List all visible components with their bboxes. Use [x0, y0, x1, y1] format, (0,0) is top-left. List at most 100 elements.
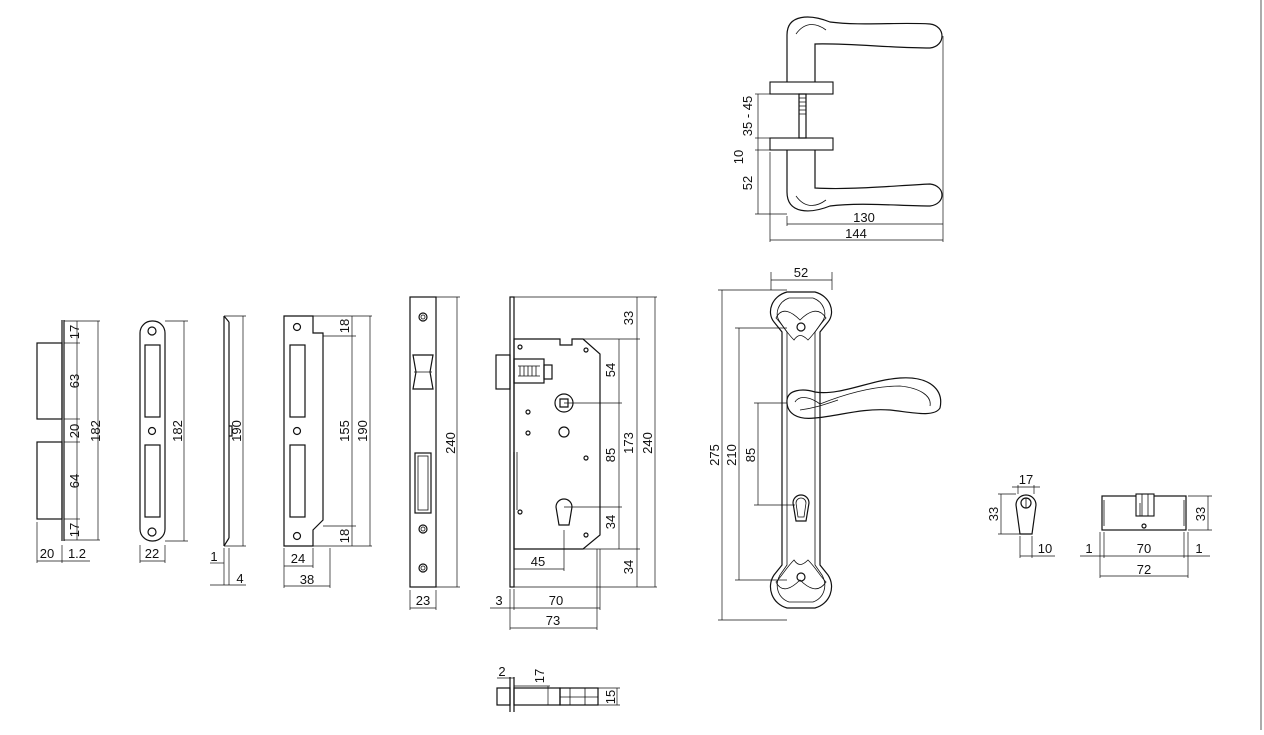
latch-bolt	[495, 354, 511, 390]
strike-plate-a-lower-box	[36, 441, 63, 520]
strike-plate-b-dim-22: 22	[145, 546, 159, 561]
lock-body-dim-54: 54	[603, 363, 618, 377]
spindle	[798, 93, 807, 139]
screw-hole	[147, 527, 157, 537]
lock-body-dim-70: 70	[549, 593, 563, 608]
handle-lever	[786, 377, 942, 419]
cylinder-dim-33: 33	[1193, 507, 1208, 521]
screw-hole	[418, 563, 428, 573]
bolt-detail-dim-17: 17	[532, 669, 547, 683]
strike-plate-c-dim-18-top: 18	[337, 319, 352, 333]
plate-outline	[769, 291, 833, 609]
bolt-detail-dim-2: 2	[498, 664, 505, 679]
lower-rose	[769, 137, 834, 151]
fixing-hole	[1141, 523, 1147, 529]
lock-body-dim-45: 45	[531, 554, 545, 569]
lock-face-dim-240: 240	[443, 432, 458, 454]
strike-plate-a-dim-17-bottom: 17	[67, 523, 82, 537]
handle-dim-35-45: 35 - 45	[740, 96, 755, 136]
cylinder-dim-1-left: 1	[1085, 541, 1092, 556]
strike-plate-c-lower-slot	[289, 444, 306, 518]
cylinder-side-view: 17 33 10	[986, 472, 1055, 558]
lower-ornament	[775, 559, 827, 590]
cylinder-side-dim-33: 33	[986, 507, 1001, 521]
handle-back-plate: 52 275 210 85	[707, 265, 942, 621]
screw-hole	[418, 524, 428, 534]
strike-plate-b: 182 22	[139, 320, 188, 563]
lock-body-dim-34-a: 34	[603, 515, 618, 529]
strike-plate-c: 18 155 190 18 24 38	[283, 315, 372, 588]
deadbolt-opening	[414, 452, 432, 514]
upper-lever	[786, 16, 943, 82]
strike-plate-a-dim-17-top: 17	[67, 325, 82, 339]
cam	[1135, 493, 1155, 517]
strike-plate-a-dim-20-width: 20	[40, 546, 54, 561]
lock-body-dim-3: 3	[495, 593, 502, 608]
handle-dim-130: 130	[853, 210, 875, 225]
screw-hole	[147, 326, 157, 336]
lock-body-case	[513, 338, 601, 550]
screw-hole	[292, 322, 302, 332]
strike-plate-c-dim-38: 38	[300, 572, 314, 587]
cylinder-side-dim-10: 10	[1038, 541, 1052, 556]
screw-hole	[418, 312, 428, 322]
cylinder-side-dim-17: 17	[1019, 472, 1033, 487]
strike-plate-b-outline	[139, 320, 166, 542]
handle-dim-10: 10	[731, 150, 746, 164]
handle-dim-144: 144	[845, 226, 867, 241]
strike-plate-a-dim-1-2: 1.2	[68, 546, 86, 561]
lower-lever	[786, 150, 943, 212]
bolt-detail-dim-15: 15	[603, 690, 618, 704]
strike-plate-a-upper-box	[36, 342, 63, 420]
strike-plate-a: 17 63 20 64 17 182 20 1.2	[36, 320, 103, 563]
screw-hole	[147, 426, 157, 436]
screw-hole	[292, 531, 302, 541]
handle-plate-dim-275: 275	[707, 444, 722, 466]
lock-face-outline	[409, 296, 437, 588]
strike-plate-c-outline	[283, 315, 324, 547]
cylinder-profile	[1015, 494, 1037, 535]
handle-top-view: 35 - 45 10 52 130 144	[731, 16, 944, 242]
lock-body-dim-73: 73	[546, 613, 560, 628]
handle-dim-52: 52	[740, 176, 755, 190]
strike-plate-a-dim-20: 20	[67, 424, 82, 438]
strike-plate-c-dim-18-bottom: 18	[337, 529, 352, 543]
cylinder-dim-1-right: 1	[1195, 541, 1202, 556]
cylinder-dim-72: 72	[1137, 562, 1151, 577]
strike-plate-c-upper-slot	[289, 344, 306, 418]
strike-plate-c-dim-190: 190	[355, 420, 370, 442]
strike-plate-c-dim-24: 24	[291, 551, 305, 566]
strike-plate-b-upper-slot	[144, 344, 161, 418]
strike-plate-b-lower-slot	[144, 444, 161, 518]
strike-plate-a-dim-63: 63	[67, 374, 82, 388]
upper-rose	[769, 81, 834, 95]
lock-face-plate: 240 23	[409, 296, 460, 610]
euro-cylinder: 33 1 70 1 72	[1080, 493, 1212, 578]
lock-body-dim-240: 240	[640, 432, 655, 454]
handle-plate-dim-85: 85	[743, 448, 758, 462]
screw-hole	[292, 426, 302, 436]
handle-plate-dim-52: 52	[794, 265, 808, 280]
upper-ornament	[775, 310, 827, 341]
face-plate-side: 190 1 4	[210, 315, 246, 586]
strike-plate-a-dim-64: 64	[67, 474, 82, 488]
face-plate-side-dim-4: 4	[236, 571, 243, 586]
strike-plate-a-dim-182: 182	[88, 420, 103, 442]
face-plate-side-dim-190: 190	[229, 420, 244, 442]
cylinder-dim-70: 70	[1137, 541, 1151, 556]
strike-plate-c-dim-155: 155	[337, 420, 352, 442]
cylinder-hole	[792, 494, 810, 522]
lock-body-dim-33: 33	[621, 311, 636, 325]
cylinder-hole	[555, 498, 573, 526]
handle-plate-dim-210: 210	[724, 444, 739, 466]
spindle-square	[559, 398, 569, 408]
bolt-detail: 2 17 15	[496, 664, 620, 712]
lock-body-dim-85: 85	[603, 448, 618, 462]
lock-body-dim-173: 173	[621, 432, 636, 454]
lock-body-dim-34-b: 34	[621, 560, 636, 574]
bolt-tip	[496, 687, 511, 706]
strike-plate-b-dim-182: 182	[170, 420, 185, 442]
lock-body: 33 54 85 173 240 34 34 45 3 70 73	[490, 296, 657, 630]
